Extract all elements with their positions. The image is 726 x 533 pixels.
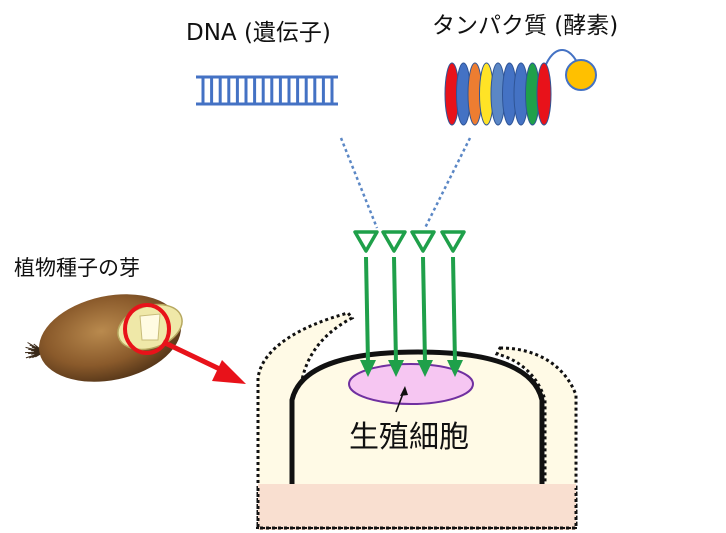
delivery-arrow bbox=[381, 230, 407, 377]
left-leaf-primordium bbox=[256, 311, 355, 525]
dna-label: DNA (遺伝子) bbox=[186, 20, 331, 46]
protein-link-line bbox=[423, 137, 472, 229]
base-tissue bbox=[258, 488, 576, 530]
delivery-arrows bbox=[353, 230, 466, 377]
delivery-arrow bbox=[410, 230, 436, 377]
seed-label: 植物種子の芽 bbox=[14, 256, 140, 280]
plant-seed-icon bbox=[24, 294, 183, 382]
delivery-arrow bbox=[353, 230, 379, 377]
right-leaf-primordium bbox=[494, 346, 578, 527]
dna-link-line bbox=[339, 137, 379, 229]
enzyme-ball bbox=[565, 59, 597, 91]
embryo-highlight-circle bbox=[123, 303, 171, 355]
shoot-apex-icon bbox=[256, 311, 578, 530]
germ-cell-region bbox=[348, 363, 474, 405]
protein-band bbox=[536, 62, 552, 126]
dna-ladder-icon bbox=[196, 75, 338, 106]
protein-label: タンパク質 (酵素) bbox=[432, 13, 618, 39]
protein-enzyme-icon bbox=[444, 49, 597, 126]
germ-cell-label: 生殖細胞 bbox=[349, 420, 469, 455]
zoom-pointer-arrow bbox=[161, 339, 246, 384]
delivery-arrow bbox=[440, 230, 466, 377]
